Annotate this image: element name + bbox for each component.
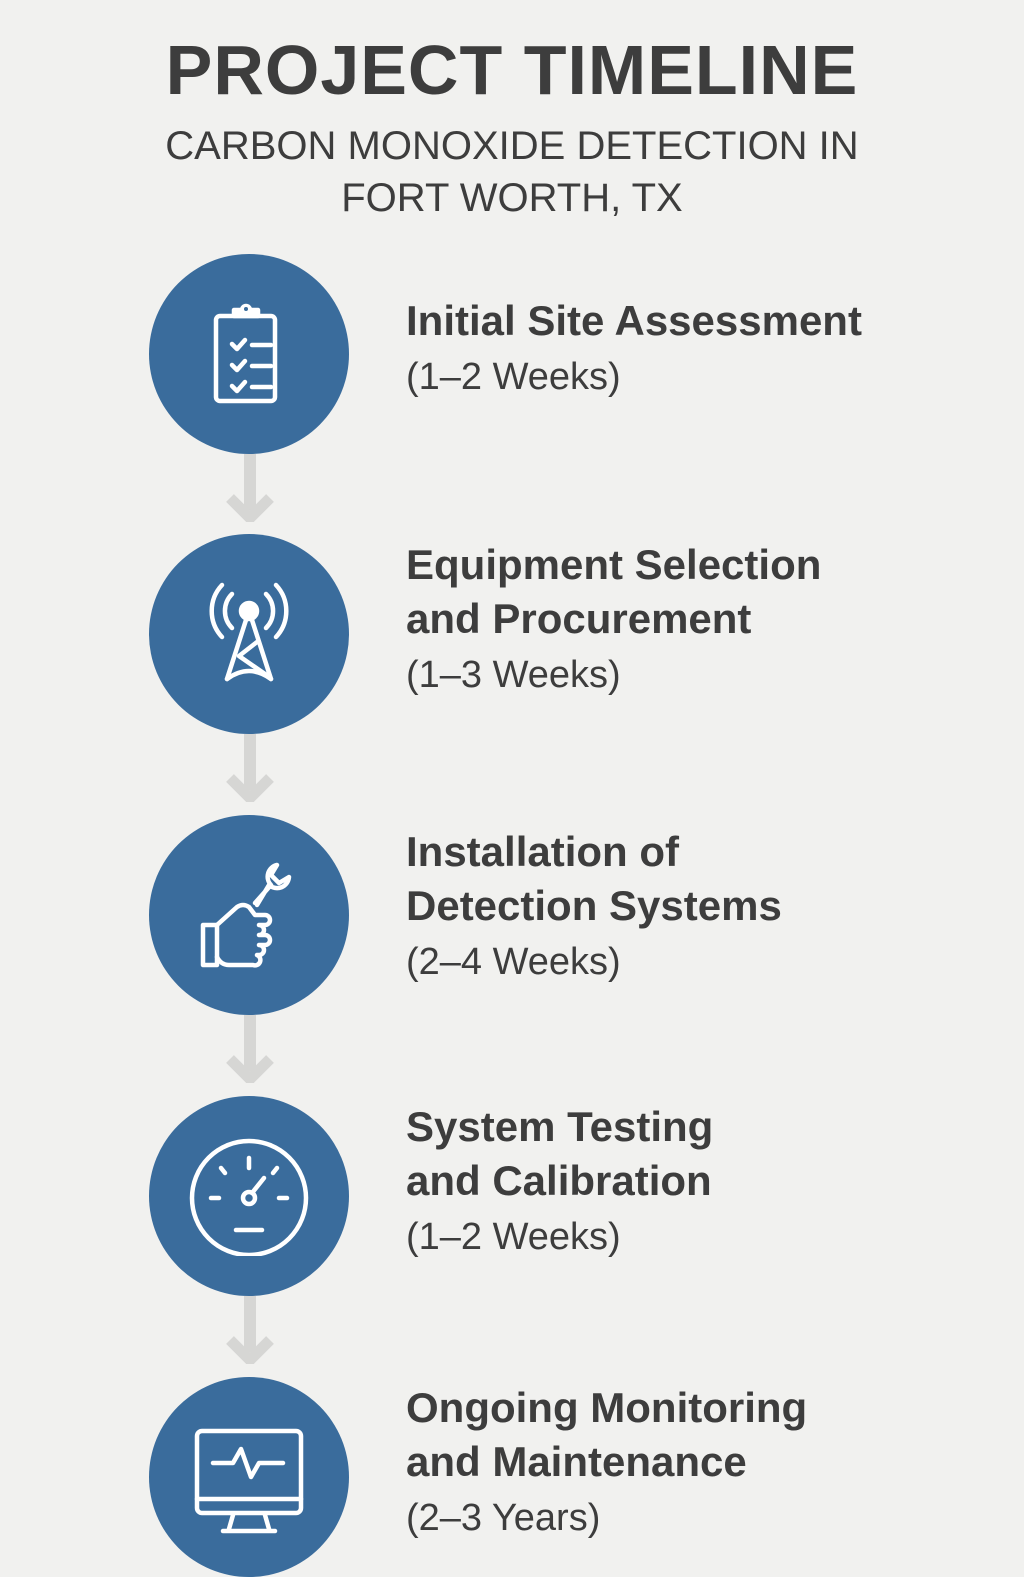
- step-duration: (2–3 Years): [406, 1497, 601, 1539]
- step-name-line: Equipment Selection: [406, 541, 822, 588]
- radio-tower-icon: [209, 582, 289, 682]
- arrow-down-icon: [226, 1296, 274, 1364]
- step-name-line: Installation of: [406, 828, 679, 875]
- step-name-line: Initial Site Assessment: [406, 297, 862, 344]
- step-name: Initial Site Assessment: [406, 294, 862, 348]
- step-text: Ongoing Monitoring and Maintenance (2–3 …: [406, 1381, 807, 1547]
- step-circle: [149, 1096, 349, 1296]
- arrow-down-icon: [226, 734, 274, 802]
- subtitle-line-2: FORT WORTH, TX: [341, 176, 683, 220]
- gauge-icon: [189, 1138, 309, 1256]
- timeline-step-1: Initial Site Assessment (1–2 Weeks): [0, 254, 1024, 454]
- monitor-pulse-icon: [194, 1428, 304, 1534]
- step-name-line: Detection Systems: [406, 882, 782, 929]
- step-name: Installation of Detection Systems: [406, 825, 782, 933]
- step-duration: (1–2 Weeks): [406, 1216, 621, 1258]
- arrow-down-icon: [226, 454, 274, 522]
- page-title: PROJECT TIMELINE: [165, 31, 859, 109]
- step-duration: (1–3 Weeks): [406, 654, 621, 696]
- clipboard-checklist-icon: [213, 303, 278, 404]
- step-circle: [149, 254, 349, 454]
- step-name: Equipment Selection and Procurement: [406, 538, 821, 646]
- step-name-line: and Procurement: [406, 595, 752, 642]
- step-name: Ongoing Monitoring and Maintenance: [406, 1381, 807, 1489]
- step-name: System Testing and Calibration: [406, 1100, 713, 1208]
- step-text: Equipment Selection and Procurement (1–3…: [406, 538, 821, 704]
- step-duration: (2–4 Weeks): [406, 941, 621, 983]
- timeline-step-2: Equipment Selection and Procurement (1–3…: [0, 534, 1024, 734]
- step-name-line: System Testing: [406, 1103, 714, 1150]
- page-subtitle: CARBON MONOXIDE DETECTION IN FORT WORTH,…: [0, 120, 1024, 224]
- step-name-line: and Calibration: [406, 1157, 712, 1204]
- step-text: System Testing and Calibration (1–2 Week…: [406, 1100, 713, 1266]
- step-text: Installation of Detection Systems (2–4 W…: [406, 825, 782, 991]
- step-text: Initial Site Assessment (1–2 Weeks): [406, 294, 862, 406]
- step-circle: [149, 815, 349, 1015]
- step-duration: (1–2 Weeks): [406, 356, 621, 398]
- step-circle: [149, 1377, 349, 1577]
- timeline-step-3: Installation of Detection Systems (2–4 W…: [0, 815, 1024, 1015]
- step-circle: [149, 534, 349, 734]
- hand-wrench-icon: [200, 862, 292, 968]
- subtitle-line-1: CARBON MONOXIDE DETECTION IN: [165, 124, 859, 168]
- timeline-step-4: System Testing and Calibration (1–2 Week…: [0, 1096, 1024, 1296]
- timeline-step-5: Ongoing Monitoring and Maintenance (2–3 …: [0, 1377, 1024, 1577]
- step-name-line: and Maintenance: [406, 1438, 747, 1485]
- step-name-line: Ongoing Monitoring: [406, 1384, 808, 1431]
- arrow-down-icon: [226, 1015, 274, 1083]
